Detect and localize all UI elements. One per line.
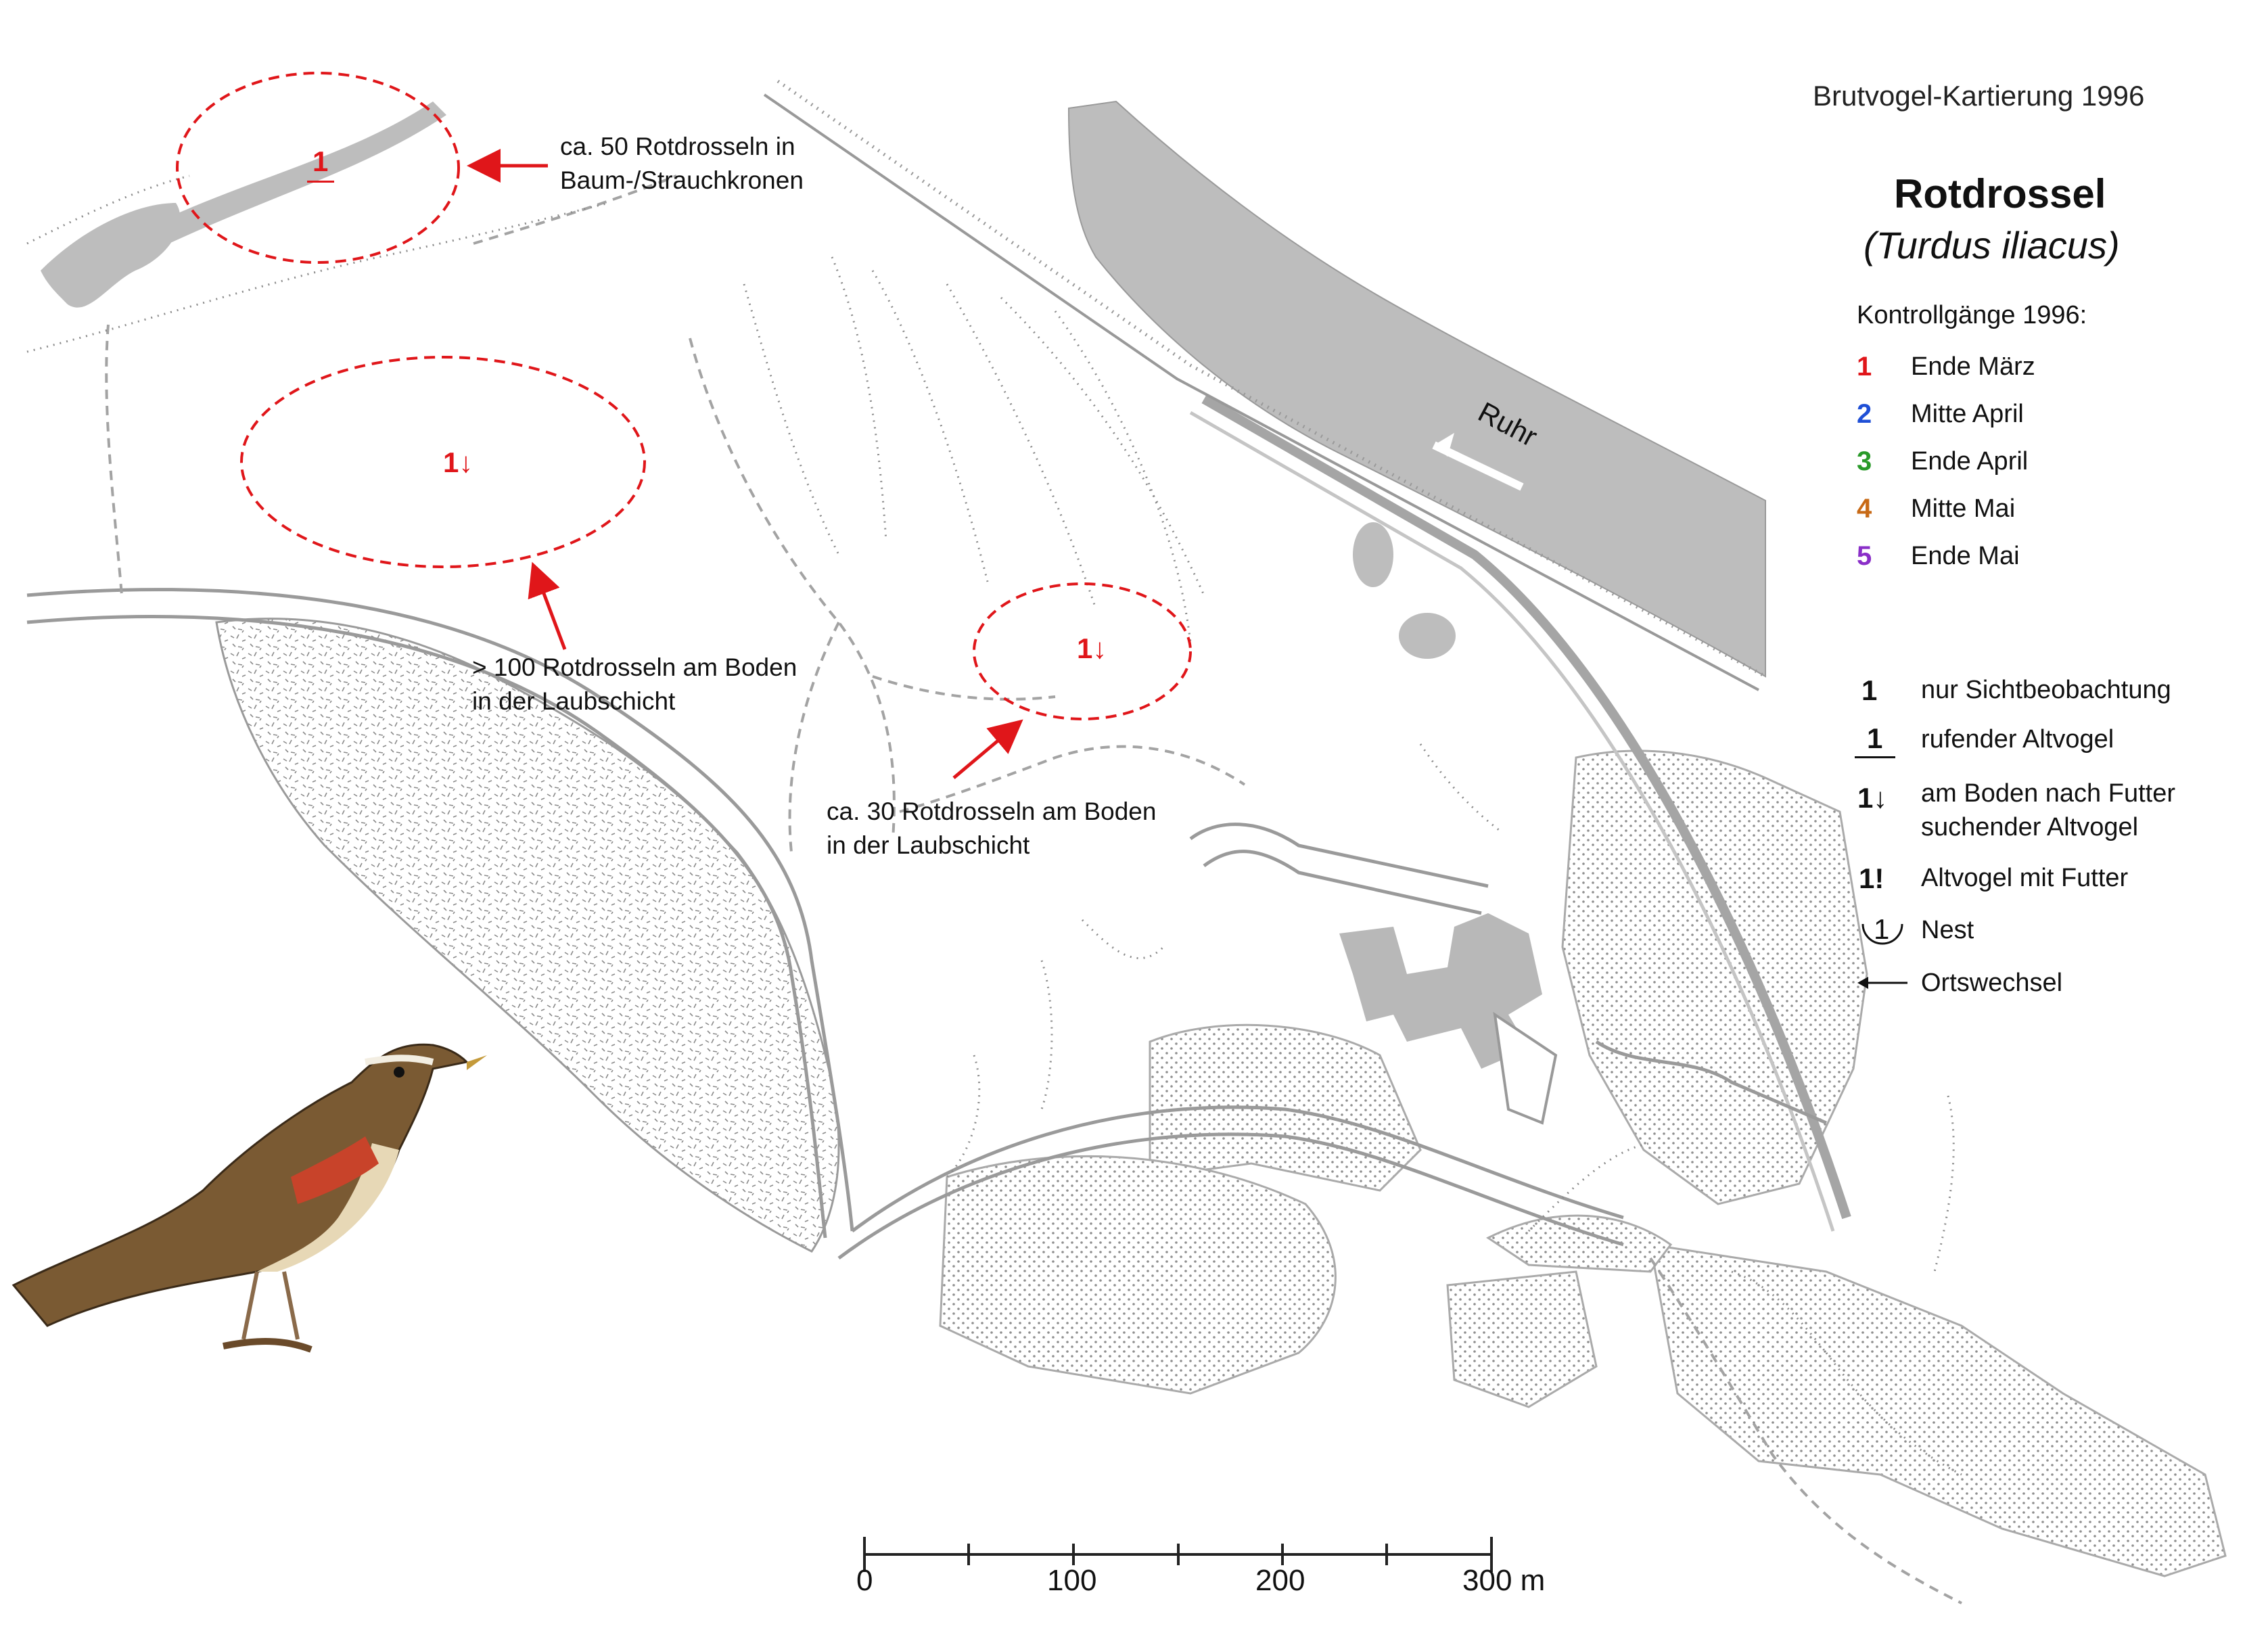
underlined-number-icon: 1	[1853, 722, 1921, 760]
legend-visit-2: 2 Mitte April	[1857, 399, 2024, 430]
scale-bar	[863, 1537, 1493, 1572]
pond-east-1	[1353, 522, 1393, 587]
dotted-area-south-3	[1446, 1270, 1598, 1408]
scale-label-300: 300 m	[1462, 1564, 1546, 1597]
legend-visit-3: 3 Ende April	[1857, 446, 2028, 477]
visit-5-label: Ende Mai	[1911, 542, 2020, 570]
area-treetops	[176, 72, 460, 264]
number-exclamation-icon: 1!	[1859, 862, 1884, 894]
annotation-treetops: ca. 50 Rotdrosseln in Baum-/Strauchkrone…	[560, 133, 804, 194]
visit-4-label: Mitte Mai	[1911, 494, 2016, 523]
arrow-to-ground-small	[952, 719, 1023, 779]
area-ground-small	[973, 582, 1192, 720]
slope-hachures	[26, 175, 1962, 1476]
scale-label-200: 200	[1255, 1564, 1305, 1597]
annotation-arrows	[467, 149, 1023, 779]
legend-visit-4: 4 Mitte Mai	[1857, 494, 2015, 524]
footpaths	[105, 175, 1962, 1604]
canal	[1201, 394, 1851, 1220]
visit-3-number: 3	[1857, 446, 1872, 476]
left-arrow-icon	[1853, 966, 1921, 1004]
dotted-area-south-4	[1486, 1214, 1673, 1273]
pond-east-2	[1399, 613, 1456, 659]
legend-visit-1: 1 Ende März	[1857, 352, 2035, 382]
railway	[777, 79, 1767, 678]
observation-areas	[176, 72, 1192, 720]
legend-symbol-food: 1! Altvogel mit Futter	[1853, 861, 2128, 899]
visit-4-number: 4	[1857, 494, 1872, 524]
symbol-foraging-label-2: suchender Altvogel	[1921, 813, 2139, 841]
arrow-to-ground-large	[528, 561, 567, 650]
stream-northwest	[156, 101, 446, 244]
visit-1-number: 1	[1857, 352, 1872, 382]
symbol-calling-label: rufender Altvogel	[1921, 725, 2114, 754]
species-name: Rotdrossel	[1894, 171, 2106, 216]
building-complex	[1339, 913, 1542, 1069]
symbol-movement-label: Ortswechsel	[1921, 969, 2063, 997]
scale-label-0: 0	[856, 1564, 873, 1597]
ruhr-river	[1067, 100, 1766, 678]
nest-arc-icon: 1	[1853, 913, 1921, 951]
observation-foraging-large: 1↓	[443, 446, 473, 478]
visit-3-label: Ende April	[1911, 447, 2029, 476]
visit-1-label: Ende März	[1911, 352, 2035, 381]
visit-2-label: Mitte April	[1911, 400, 2024, 428]
symbol-food-label: Altvogel mit Futter	[1921, 864, 2129, 892]
annotation-ground-small: ca. 30 Rotdrosseln am Boden in der Laubs…	[827, 798, 1157, 859]
pond-northwest	[41, 203, 181, 308]
visit-5-number: 5	[1857, 541, 1872, 571]
legend-symbol-movement: Ortswechsel	[1853, 966, 2062, 1004]
symbol-nest-label: Nest	[1921, 916, 1974, 944]
species-latin-name: (Turdus iliacus)	[1864, 224, 2120, 267]
legend-visit-5: 5 Ende Mai	[1857, 541, 2020, 572]
symbol-sighting-label: nur Sichtbeobachtung	[1921, 676, 2171, 704]
redwing-illustration	[11, 1043, 487, 1353]
road-network	[26, 588, 1827, 1260]
legend-heading: Kontrollgänge 1996:	[1857, 301, 2087, 329]
symbol-foraging-label: am Boden nach Futter	[1921, 779, 2175, 808]
survey-title: Brutvogel-Kartierung 1996	[1813, 80, 2145, 112]
legend-symbol-calling: 1 rufender Altvogel	[1853, 722, 2114, 760]
annotation-ground-large: > 100 Rotdrosseln am Boden in der Laubsc…	[472, 653, 797, 715]
number-down-arrow-icon: 1↓	[1857, 782, 1888, 814]
observation-calling-bird: 1	[307, 145, 334, 183]
visit-2-number: 2	[1857, 399, 1872, 429]
scale-label-100: 100	[1047, 1564, 1097, 1597]
legend-symbol-sighting: 1 nur Sichtbeobachtung	[1853, 673, 2171, 711]
plain-number-icon: 1	[1861, 674, 1878, 706]
legend-symbol-nest: 1 Nest	[1853, 913, 1974, 951]
observation-foraging-small: 1↓	[1077, 632, 1107, 664]
legend-symbol-foraging: 1↓ am Boden nach Futter suchender Altvog…	[1853, 777, 2175, 844]
dotted-area-southeast	[1649, 1243, 2227, 1577]
area-ground-large	[240, 356, 646, 568]
stippled-woodland-west	[215, 618, 840, 1253]
dotted-area-south-2	[939, 1155, 1337, 1395]
